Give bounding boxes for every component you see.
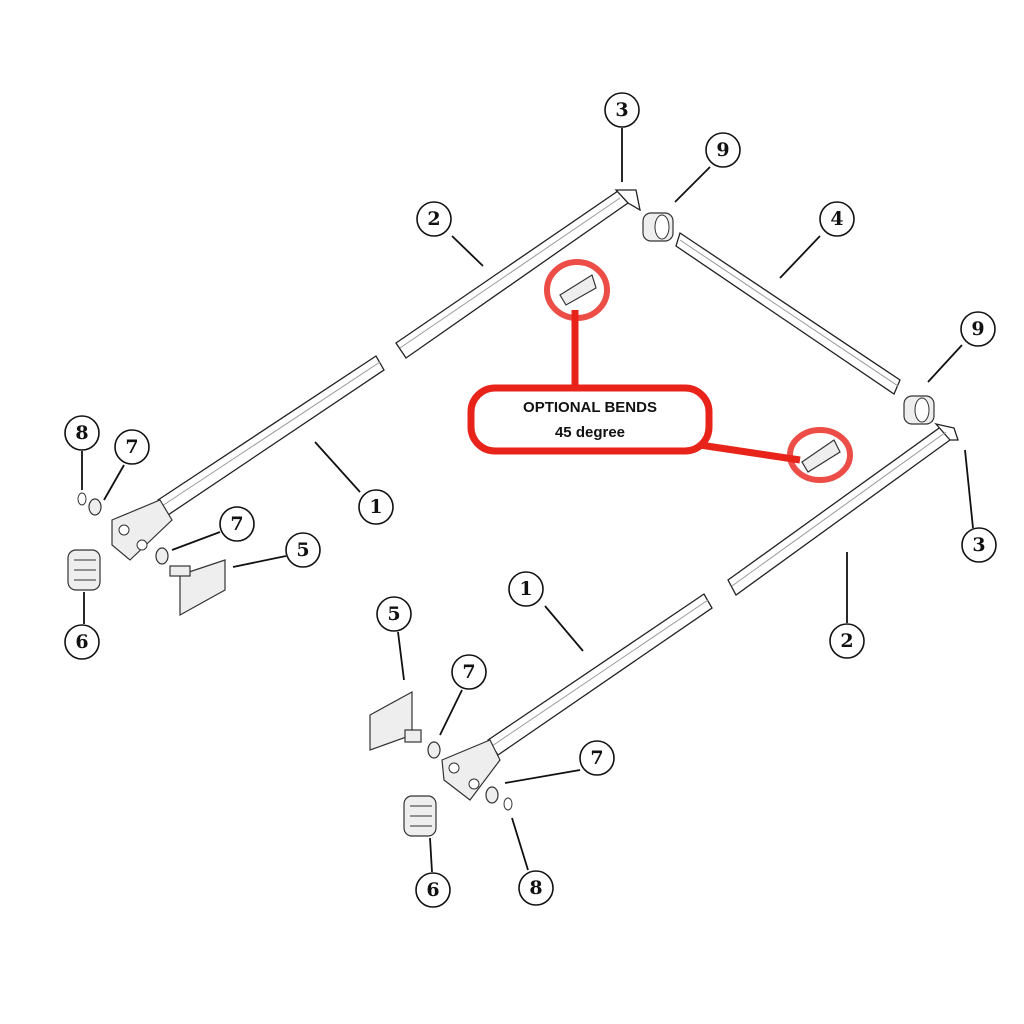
svg-text:5: 5 xyxy=(387,603,400,625)
svg-text:3: 3 xyxy=(972,534,985,556)
part-label: 8 xyxy=(518,870,554,906)
svg-text:8: 8 xyxy=(529,877,542,899)
bar-part-2-upper xyxy=(395,189,641,359)
svg-text:2: 2 xyxy=(840,630,853,652)
part-label: 6 xyxy=(415,872,451,908)
svg-text:7: 7 xyxy=(230,513,243,535)
svg-text:2: 2 xyxy=(427,208,440,230)
svg-text:3: 3 xyxy=(615,99,628,121)
svg-text:7: 7 xyxy=(462,661,475,683)
svg-text:7: 7 xyxy=(125,436,138,458)
part-label: 5 xyxy=(376,596,412,632)
svg-text:5: 5 xyxy=(296,539,309,561)
spacer-part-9-right xyxy=(903,395,935,425)
spacer-part-9-upper xyxy=(642,212,674,242)
part-label: 1 xyxy=(358,489,394,525)
washers xyxy=(77,492,513,811)
part-label: 8 xyxy=(64,415,100,451)
part-label: 9 xyxy=(705,132,741,168)
callout-box xyxy=(467,384,713,455)
leader-lines xyxy=(81,128,974,873)
bar-part-1-lower xyxy=(441,593,713,801)
part-label: 3 xyxy=(961,527,997,563)
part-label: 6 xyxy=(64,624,100,660)
part-label: 7 xyxy=(451,654,487,690)
bar-part-1-left xyxy=(111,355,385,561)
bracket-part-5-left xyxy=(169,559,226,617)
part-label: 4 xyxy=(819,201,855,237)
svg-text:6: 6 xyxy=(75,631,88,653)
svg-text:8: 8 xyxy=(75,422,88,444)
part-label: 7 xyxy=(579,740,615,776)
bar-part-2-right xyxy=(727,422,959,596)
part-label: 7 xyxy=(219,506,255,542)
part-label: 2 xyxy=(416,201,452,237)
callout-title: OPTIONAL BENDS xyxy=(523,399,657,416)
part-label: 2 xyxy=(829,623,865,659)
svg-text:6: 6 xyxy=(426,879,439,901)
part-label: 3 xyxy=(604,92,640,128)
part-label: 5 xyxy=(285,532,321,568)
bracket-part-5-lower xyxy=(369,690,422,751)
optional-bends-callout: OPTIONAL BENDS 45 degree xyxy=(467,259,853,483)
spring-part-6-lower xyxy=(403,795,437,837)
part-label: 1 xyxy=(508,571,544,607)
svg-text:1: 1 xyxy=(369,496,382,518)
svg-text:9: 9 xyxy=(716,139,729,161)
callout-subtitle: 45 degree xyxy=(555,424,625,441)
bar-part-4 xyxy=(675,231,901,395)
svg-text:4: 4 xyxy=(830,208,843,230)
svg-text:1: 1 xyxy=(519,578,532,600)
svg-text:9: 9 xyxy=(971,318,984,340)
svg-text:7: 7 xyxy=(590,747,603,769)
spring-part-6-left xyxy=(67,549,101,591)
part-label: 7 xyxy=(114,429,150,465)
part-label: 9 xyxy=(960,311,996,347)
